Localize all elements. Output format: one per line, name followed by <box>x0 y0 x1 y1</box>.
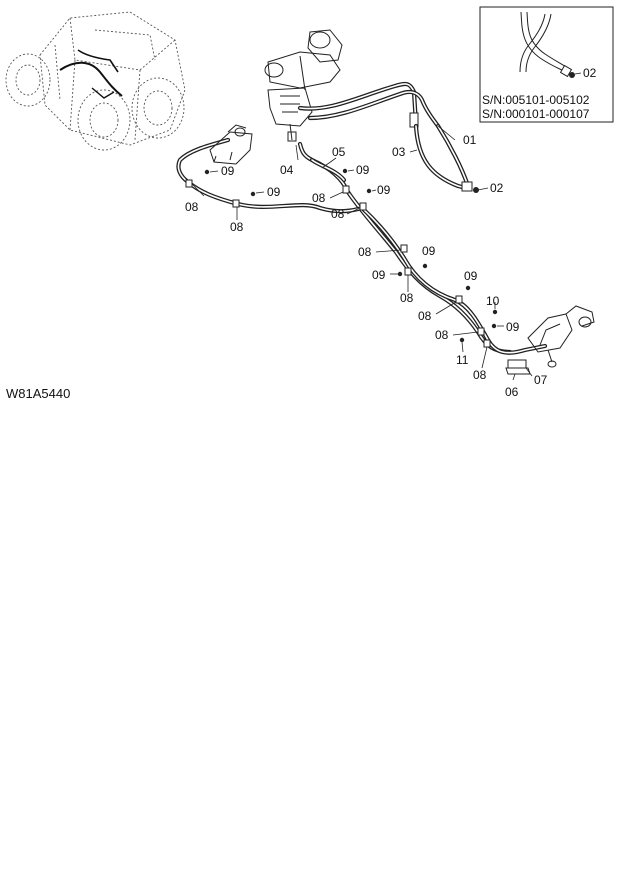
callout-04: 04 <box>280 163 294 177</box>
lower-right-cylinder <box>527 305 595 368</box>
callout-08-g: 08 <box>418 309 432 323</box>
callout-09-f: 09 <box>372 268 386 282</box>
callout-05: 05 <box>332 145 346 159</box>
callout-09-g: 09 <box>464 269 478 283</box>
machine-overview-sketch <box>5 11 186 151</box>
serial-number-inset: 02 S/N:005101-005102 S/N:000101-000107 <box>479 6 614 123</box>
serial-range-2: S/N:000101-000107 <box>482 107 590 121</box>
callout-labels: 01 02 03 04 05 06 07 08 08 08 08 08 08 0… <box>185 133 548 399</box>
callout-11: 11 <box>456 353 469 367</box>
callout-09-d: 09 <box>377 183 391 197</box>
callout-09-a: 09 <box>221 164 235 178</box>
serial-range-1: S/N:005101-005102 <box>482 93 590 107</box>
figure-code: W81A5440 <box>6 386 70 401</box>
callout-08-d: 08 <box>331 207 345 221</box>
brake-valve-assembly <box>264 29 343 142</box>
callout-09-b: 09 <box>267 185 281 199</box>
upper-pipe-set <box>297 81 441 129</box>
callout-08-h: 08 <box>435 328 449 342</box>
callout-10: 10 <box>486 294 500 308</box>
callout-08-f: 08 <box>400 291 414 305</box>
hose-01 <box>413 123 479 193</box>
callout-02: 02 <box>490 181 504 195</box>
callout-08-e: 08 <box>358 245 372 259</box>
bottom-bracket <box>505 359 531 375</box>
callout-08-a: 08 <box>185 200 199 214</box>
callout-09-e: 09 <box>422 244 436 258</box>
callout-08-c: 08 <box>312 191 326 205</box>
callout-03: 03 <box>392 145 406 159</box>
callout-08-b: 08 <box>230 220 244 234</box>
callout-08-i: 08 <box>473 368 487 382</box>
leader-lines <box>191 125 533 381</box>
hose-04 <box>176 137 548 355</box>
callout-01: 01 <box>463 133 477 147</box>
callout-07: 07 <box>534 373 548 387</box>
callout-09-h: 09 <box>506 320 520 334</box>
left-bracket <box>209 124 253 165</box>
hose-connector-05 <box>309 157 347 183</box>
callout-06: 06 <box>505 385 519 399</box>
inset-callout-02: 02 <box>583 66 597 80</box>
clamps-and-bolts <box>185 168 498 348</box>
callout-09-c: 09 <box>356 163 370 177</box>
